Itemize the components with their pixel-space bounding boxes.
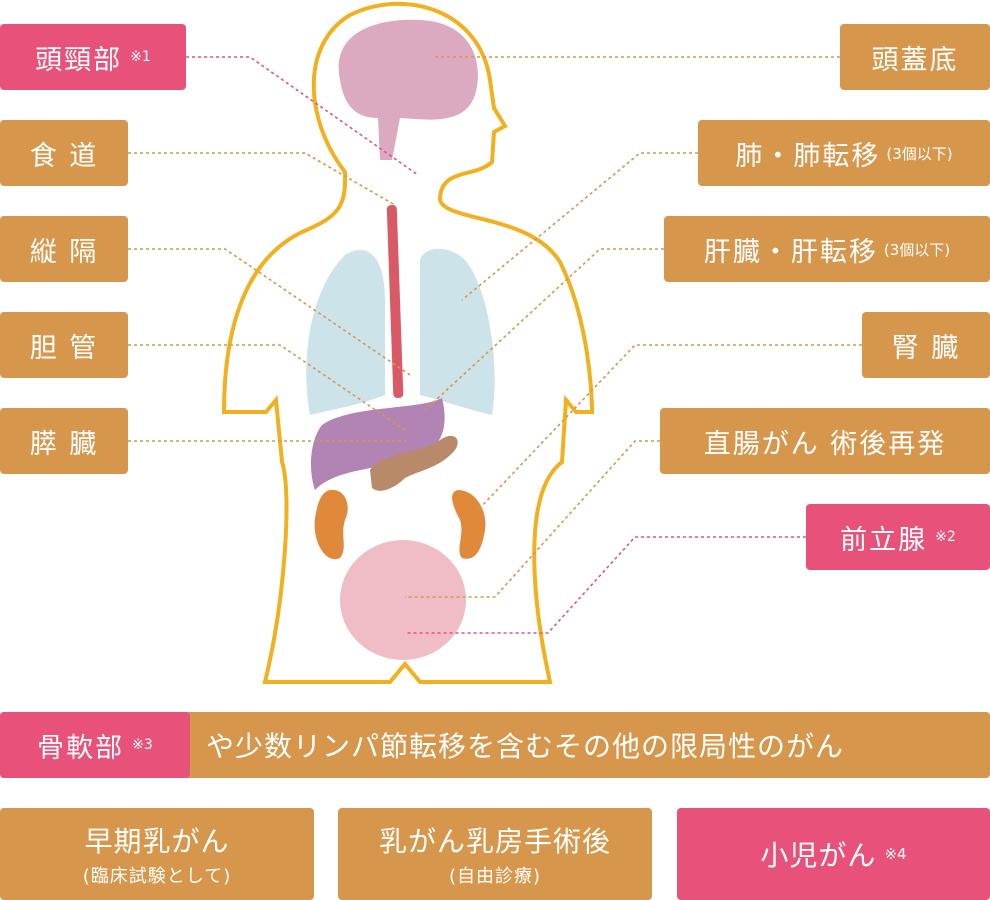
box-title: 小児がん [760,839,877,872]
label-mediastinum[interactable]: 縦 隔 [0,216,128,282]
box-early-breast-cancer[interactable]: 早期乳がん (臨床試験として) [0,808,314,900]
label-pancreas[interactable]: 膵 臓 [0,408,128,474]
box-subtitle: (臨床試験として) [82,866,232,887]
label-text: 肝臓・肝転移 [703,236,878,268]
bottom-bar-other-cancers[interactable]: 骨軟部 ※3 や少数リンパ節転移を含むその他の限局性のがん [0,712,990,778]
label-liver[interactable]: 肝臓・肝転移 (3個以下) [664,216,990,282]
leader-line-prostate [405,536,806,634]
leader-line-kidney [477,344,862,511]
liver-icon [310,398,445,490]
leader-line-mediastinum [128,248,411,376]
label-kidney[interactable]: 腎 臓 [862,312,990,378]
leader-line-lung [461,152,698,301]
bladder-icon [340,540,466,660]
brain-icon [338,19,478,160]
label-head-neck[interactable]: 頭頸部 ※1 [0,24,186,90]
footnote-mark: ※4 [884,845,907,863]
box-pediatric-cancer[interactable]: 小児がん ※4 [677,808,990,900]
leader-line-esophagus [128,152,396,206]
leader-line-rectum [405,440,660,598]
leader-line-bile-duct [128,344,406,431]
label-text: 頭蓋底 [871,44,959,76]
label-text: 直腸がん 術後再発 [703,428,947,460]
label-text: 骨軟部 [37,732,125,764]
label-text: 胆 管 [29,332,99,364]
label-text: 腎 臓 [891,332,961,364]
right-lung-icon [420,248,495,415]
label-skull-base[interactable]: 頭蓋底 [840,24,990,90]
label-subtext: (3個以下) [886,144,953,163]
pancreas-icon [370,435,458,491]
label-text: 食 道 [29,140,99,172]
label-lung[interactable]: 肺・肺転移 (3個以下) [698,120,990,186]
label-text: 頭頸部 [35,44,123,76]
label-bile-duct[interactable]: 胆 管 [0,312,128,378]
label-rectum[interactable]: 直腸がん 術後再発 [660,408,990,474]
leader-line-head-neck [186,56,419,176]
leader-line-liver [424,248,664,411]
box-title: 早期乳がん [84,825,230,858]
box-post-mastectomy[interactable]: 乳がん乳房手術後 (自由診療) [338,808,652,900]
label-bone-soft-tissue[interactable]: 骨軟部 ※3 [0,712,190,778]
left-kidney-icon [314,489,348,560]
label-text: 肺・肺転移 [735,140,881,172]
label-text: 縦 隔 [29,236,99,268]
left-lung-icon [306,250,385,415]
right-kidney-icon [452,490,486,559]
label-subtext: (3個以下) [883,240,951,259]
footnote-mark: ※2 [935,529,956,545]
bottom-bar-text: や少数リンパ節転移を含むその他の限局性のがん [206,730,845,763]
label-text: 膵 臓 [29,428,99,460]
body-outline [221,1,595,684]
footnote-mark: ※3 [132,737,153,753]
label-esophagus[interactable]: 食 道 [0,120,128,186]
box-title: 乳がん乳房手術後 [378,825,611,858]
label-text: 前立腺 [840,524,928,556]
esophagus-icon [386,205,404,398]
label-prostate[interactable]: 前立腺 ※2 [806,504,990,570]
box-subtitle: (自由診療) [448,866,542,887]
footnote-mark: ※1 [130,49,151,65]
